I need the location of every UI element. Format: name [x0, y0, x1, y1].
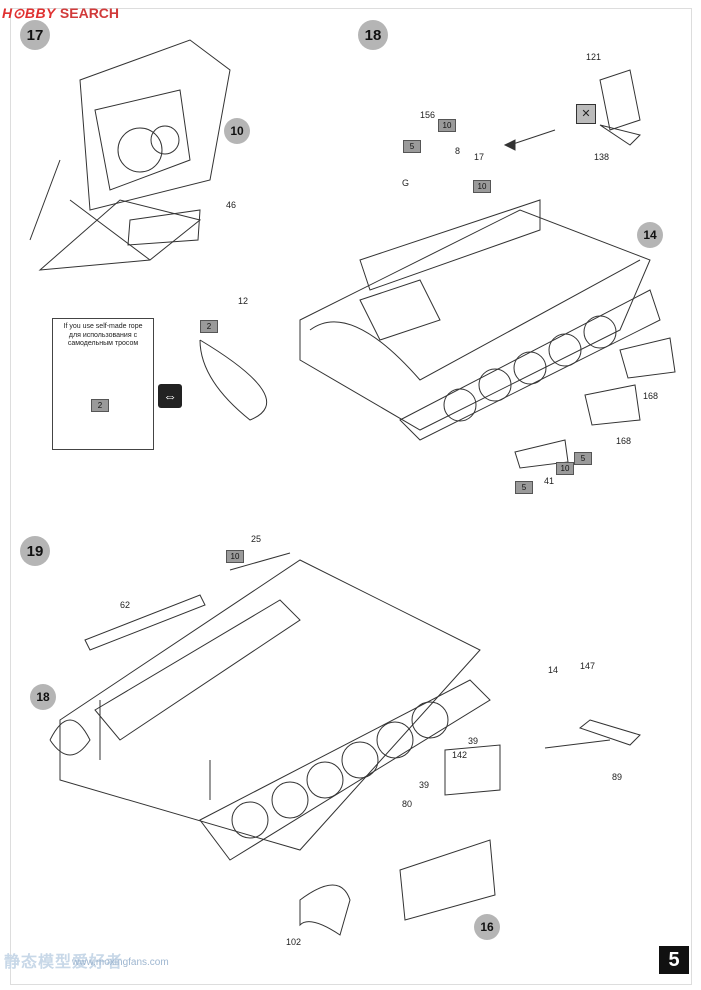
remove-part-icon: ✕ — [576, 104, 596, 124]
part-121-label: 121 — [586, 52, 602, 62]
watermark-text: 静态模型爱好者 — [4, 954, 124, 971]
paint-code-2a: 2 — [200, 320, 218, 333]
page-number: 5 — [659, 946, 689, 974]
step-18-badge: 18 — [358, 20, 388, 50]
part-89-label: 89 — [612, 772, 623, 782]
paint-code-5c: 5 — [515, 481, 533, 494]
part-39b-label: 39 — [419, 780, 430, 790]
page-frame — [10, 8, 692, 985]
paint-code-5a: 5 — [403, 140, 421, 153]
paint-code-10a: 10 — [438, 119, 456, 132]
paint-code-10d: 10 — [226, 550, 244, 563]
ref-14-badge: 14 — [637, 222, 663, 248]
part-g-label: G — [402, 178, 410, 188]
part-138-label: 138 — [594, 152, 610, 162]
part-168b-label: 168 — [616, 436, 632, 446]
ref-10-badge: 10 — [224, 118, 250, 144]
part-46-label: 46 — [226, 200, 237, 210]
part-62-label: 62 — [120, 600, 131, 610]
ref-16-badge: 16 — [474, 914, 500, 940]
part-25-label: 25 — [251, 534, 262, 544]
alternative-option-icon: ⇔ — [158, 384, 182, 408]
ref-18-badge: 18 — [30, 684, 56, 710]
step-19-badge: 19 — [20, 536, 50, 566]
hobby-search-logo: H⊙BBY — [2, 4, 56, 21]
gun-breech-drawing — [29, 39, 231, 271]
part-147-label: 147 — [580, 661, 596, 671]
hull-step18-drawing — [199, 69, 676, 469]
part-17-label: 17 — [474, 152, 485, 162]
part-142-label: 142 — [452, 750, 468, 760]
paint-code-10c: 10 — [556, 462, 574, 475]
part-168a-label: 168 — [643, 391, 659, 401]
part-156-label: 156 — [420, 110, 436, 120]
part-14-label: 14 — [548, 665, 559, 675]
watermark-url: www.moxingfans.com — [72, 957, 169, 968]
part-12-label: 12 — [238, 296, 249, 306]
note-text: If you use self-made rope для использова… — [63, 323, 143, 347]
search-wordmark: SEARCH — [59, 5, 120, 21]
part-39a-label: 39 — [468, 736, 479, 746]
part-41-label: 41 — [544, 476, 555, 486]
self-made-rope-note: If you use self-made rope для использова… — [52, 318, 154, 450]
part-8-label: 8 — [455, 146, 461, 156]
paint-code-2b: 2 — [91, 399, 109, 412]
step-17-badge: 17 — [20, 20, 50, 50]
part-80-label: 80 — [402, 799, 413, 809]
site-header: H⊙BBY SEARCH — [2, 2, 119, 24]
part-102-label: 102 — [286, 937, 302, 947]
paint-code-5b: 5 — [574, 452, 592, 465]
paint-code-10b: 10 — [473, 180, 491, 193]
hull-step19-drawing — [49, 552, 641, 936]
